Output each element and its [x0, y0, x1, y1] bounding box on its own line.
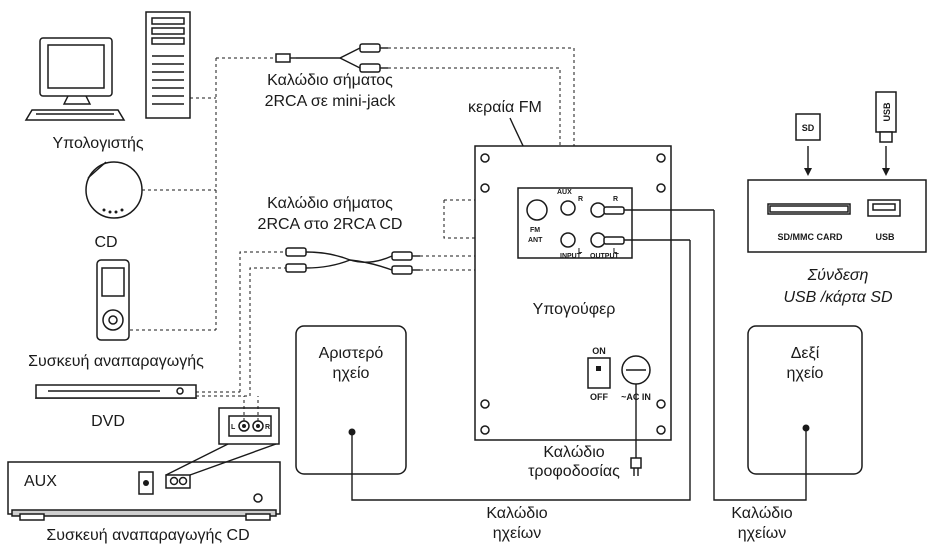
- computer-icon: [24, 11, 191, 121]
- cable-mini-label-2: 2RCA σε mini-jack: [265, 93, 397, 110]
- r-out-label: R: [613, 196, 618, 203]
- power-label-2: τροφοδοσίας: [528, 463, 620, 480]
- sd-card-label: SD/MMC CARD: [778, 232, 843, 242]
- right-speaker: [713, 210, 863, 501]
- cd-player-label: Συσκευή αναπαραγωγής CD: [46, 527, 249, 544]
- mini-jack-cable: [275, 43, 388, 73]
- left-speaker-label-2: ηχείο: [333, 365, 370, 382]
- cd-deck-icon: [7, 407, 281, 521]
- fm-antenna-label: κεραία FM: [468, 99, 542, 116]
- speaker-cable-b-label-2: ηχείων: [738, 525, 786, 542]
- on-label: ON: [592, 346, 606, 356]
- usb-sd-label-1: Σύνδεση: [807, 267, 869, 284]
- subwoofer-label: Υπογούφερ: [533, 301, 616, 318]
- ant-label: ANT: [528, 237, 543, 244]
- cable-rca-label-2: 2RCA στο 2RCA CD: [258, 216, 403, 233]
- power-label-1: Καλώδιο: [543, 444, 604, 461]
- left-speaker: [295, 240, 691, 501]
- cable-rca-label-1: Καλώδιο σήματος: [267, 195, 393, 212]
- source-bus: [130, 57, 286, 421]
- usb-sd-module: [747, 91, 927, 253]
- output-label: OUTPUT: [590, 253, 620, 260]
- player-label: Συσκευή αναπαραγωγής: [28, 353, 204, 370]
- l-out-label: L: [613, 248, 618, 255]
- input-label: INPUT: [560, 253, 582, 260]
- subwoofer-panel: [474, 145, 714, 476]
- cd-r-label: R: [265, 424, 270, 431]
- left-speaker-label-1: Αριστερό: [319, 345, 384, 362]
- right-speaker-label-1: Δεξί: [791, 345, 820, 362]
- fm-label: FM: [530, 227, 540, 234]
- usb-tag-label: USB: [882, 102, 892, 122]
- cd-label: CD: [94, 234, 117, 251]
- dvd-label: DVD: [91, 413, 125, 430]
- aux-label: AUX: [24, 473, 57, 490]
- r-in-label: R: [578, 196, 583, 203]
- cd-player-icon: [85, 161, 143, 219]
- rca-cable: [285, 247, 420, 275]
- usb-port-label: USB: [875, 232, 895, 242]
- dvd-icon: [34, 384, 198, 399]
- speaker-cable-a-label-1: Καλώδιο: [486, 505, 547, 522]
- right-speaker-label-2: ηχείο: [787, 365, 824, 382]
- media-player-icon: [96, 259, 130, 341]
- sd-tag-label: SD: [802, 123, 815, 133]
- off-label: OFF: [590, 392, 608, 402]
- cd-l-label: L: [231, 424, 236, 431]
- l-in-label: L: [578, 248, 583, 255]
- acin-label: ~AC IN: [621, 392, 651, 402]
- aux-panel-label: AUX: [557, 189, 572, 196]
- speaker-cable-b-label-1: Καλώδιο: [731, 505, 792, 522]
- computer-label: Υπολογιστής: [52, 135, 143, 152]
- usb-sd-label-2: USB /κάρτα SD: [783, 289, 893, 306]
- speaker-cable-a-label-2: ηχείων: [493, 525, 541, 542]
- cable-mini-label-1: Καλώδιο σήματος: [267, 72, 393, 89]
